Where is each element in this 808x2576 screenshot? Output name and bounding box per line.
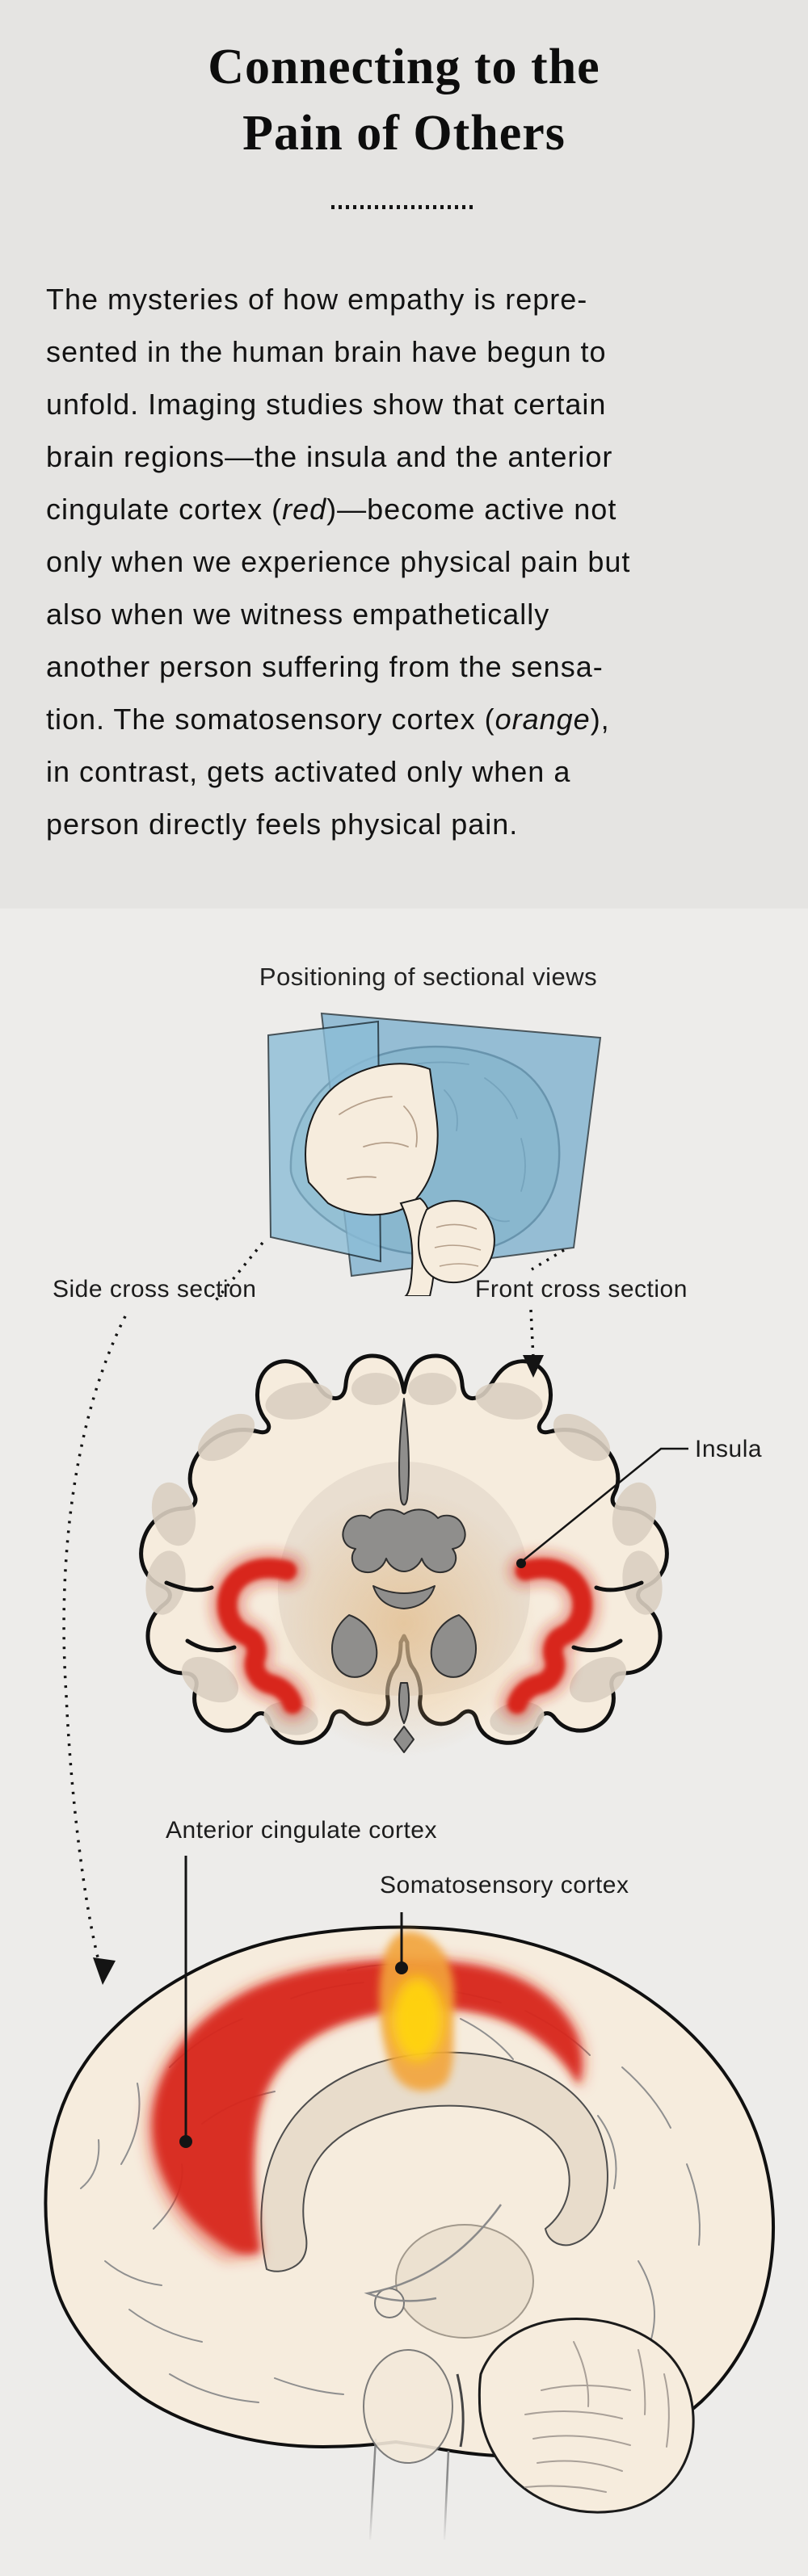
insula-highlight-left bbox=[217, 1558, 303, 1714]
midline-diamond-shape bbox=[393, 1726, 415, 1753]
paragraph-line: sented in the human brain have begun to bbox=[46, 335, 607, 368]
paragraph-line: person directly feels physical pain. bbox=[46, 808, 519, 841]
ventricle-structures bbox=[331, 1398, 477, 1753]
paragraph-line: in contrast, gets activated only when a bbox=[46, 755, 571, 788]
superior-fissure-shape bbox=[398, 1398, 410, 1506]
acc-highlight bbox=[145, 1956, 587, 2261]
insula-highlight-bands bbox=[217, 1558, 593, 1714]
ventricle-wing-right bbox=[430, 1614, 477, 1678]
mini-cerebellum-lines bbox=[434, 1223, 482, 1267]
paragraph-line: only when we experience physical pain bu… bbox=[46, 545, 631, 578]
front-cross-section-label: Front cross section bbox=[475, 1276, 688, 1303]
side-cross-section-label: Side cross section bbox=[53, 1276, 257, 1303]
ventricle-crescent-shape bbox=[372, 1585, 436, 1609]
page-title: Connecting to the Pain of Others bbox=[0, 34, 808, 166]
paragraph-line: brain regions—the insula and the anterio… bbox=[46, 440, 613, 473]
ventricle-wing-left bbox=[331, 1614, 378, 1678]
mini-brain-figure bbox=[267, 1012, 602, 1296]
dotted-divider bbox=[331, 205, 477, 209]
cerebellum-shape bbox=[478, 2318, 695, 2514]
mini-cerebellum-shape bbox=[418, 1200, 495, 1284]
paragraph-line: cingulate cortex (red)—become active not bbox=[46, 493, 617, 526]
mini-cerebrum-front-shape bbox=[305, 1063, 439, 1216]
aqueduct-shape bbox=[398, 1682, 410, 1724]
insula-highlight-right bbox=[507, 1558, 593, 1714]
paragraph-line: The mysteries of how empathy is repre- bbox=[46, 283, 588, 316]
sagittal-section-figure bbox=[44, 1925, 776, 2544]
insula-label: Insula bbox=[695, 1436, 763, 1462]
mini-sulci-front bbox=[339, 1096, 418, 1180]
acc-label: Anterior cingulate cortex bbox=[166, 1817, 437, 1844]
cerebellum-branches bbox=[524, 2341, 670, 2493]
paragraph-line: another person suffering from the sensa- bbox=[46, 650, 604, 683]
header-section: Connecting to the Pain of Others The mys… bbox=[0, 0, 808, 908]
lateral-fissure-slits bbox=[164, 1580, 644, 1653]
positioning-heading: Positioning of sectional views bbox=[259, 963, 598, 991]
title-line-2: Pain of Others bbox=[242, 106, 566, 161]
ventricle-butterfly-shape bbox=[342, 1508, 466, 1573]
intro-paragraph: The mysteries of how empathy is repre-se… bbox=[46, 273, 773, 850]
paragraph-line: also when we witness empathetically bbox=[46, 598, 550, 631]
thalamic-glow bbox=[271, 1490, 537, 1756]
title-line-1: Connecting to the bbox=[208, 40, 600, 94]
interthalamic-shape bbox=[374, 2288, 405, 2318]
coronal-section-figure bbox=[139, 1353, 669, 1756]
stem-fade bbox=[330, 2479, 511, 2544]
paragraph-line: tion. The somatosensory cortex (orange), bbox=[46, 703, 610, 736]
fourth-ventricle-line bbox=[456, 2373, 465, 2448]
corpus-callosum-shape bbox=[260, 2051, 608, 2272]
somatosensory-label: Somatosensory cortex bbox=[380, 1872, 629, 1898]
fornix-line bbox=[364, 2204, 503, 2302]
paragraph-line: unfold. Imaging studies show that certai… bbox=[46, 388, 607, 421]
thalamus-shape bbox=[395, 2224, 534, 2339]
